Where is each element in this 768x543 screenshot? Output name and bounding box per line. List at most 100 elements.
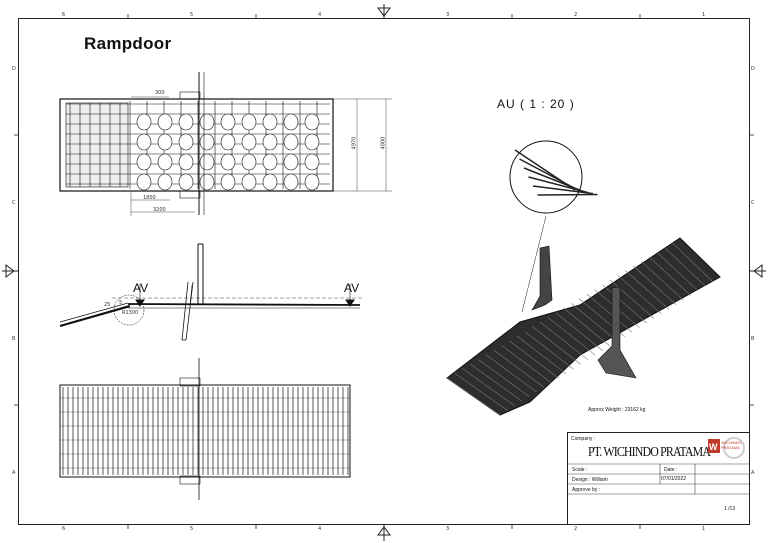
lightening-hole — [136, 133, 152, 151]
deck-slat — [609, 279, 655, 319]
zone-number: 2 — [574, 12, 578, 18]
lightening-hole — [136, 113, 152, 131]
lightening-hole — [283, 153, 299, 171]
center-mark-right — [750, 264, 766, 278]
detail-slat — [532, 185, 594, 195]
zone-letter: D — [751, 66, 755, 72]
lightening-hole — [241, 113, 257, 131]
lightening-hole — [304, 173, 320, 191]
deck-slat — [640, 261, 684, 301]
lightening-hole — [199, 173, 215, 191]
deck-slat — [602, 284, 647, 324]
dimension-label: 4800 — [380, 136, 387, 150]
deck-slat — [625, 270, 669, 310]
company-name: PT. WICHINDO PRATAMA — [588, 445, 711, 460]
bottom-view — [59, 358, 351, 500]
center-mark-bottom — [377, 525, 391, 541]
zone-letter: A — [12, 470, 16, 476]
deck-slat — [617, 275, 662, 315]
zone-number: 6 — [62, 526, 66, 532]
company-logo: W WICHINDO PRATAMA — [707, 435, 749, 461]
lightening-hole — [241, 133, 257, 151]
lightening-hole — [136, 153, 152, 171]
deck-slat — [547, 317, 596, 356]
zone-number: 3 — [446, 526, 450, 532]
deck-slat — [446, 377, 501, 416]
lightening-hole — [157, 113, 173, 131]
lightening-hole — [220, 153, 236, 171]
zone-letter: A — [751, 470, 755, 476]
lightening-hole — [220, 173, 236, 191]
deck-slat — [540, 321, 589, 361]
dimension-label: 25 — [104, 302, 111, 308]
lightening-hole — [199, 113, 215, 131]
svg-text:PRATAMA: PRATAMA — [721, 445, 740, 450]
lightening-hole — [283, 173, 299, 191]
lightening-hole — [157, 173, 173, 191]
zone-number: 5 — [190, 12, 194, 18]
center-mark-top — [377, 4, 391, 18]
title-block: Company : PT. WICHINDO PRATAMA W WICHIND… — [567, 432, 750, 525]
lightening-hole — [283, 113, 299, 131]
dimension-label: 3200 — [153, 207, 166, 213]
lightening-hole — [241, 153, 257, 171]
deck-slat — [633, 265, 677, 305]
zone-number: 2 — [574, 526, 578, 532]
section-label-left: AV — [133, 281, 149, 295]
lightening-hole — [262, 173, 278, 191]
lightening-hole — [304, 153, 320, 171]
lightening-hole — [262, 153, 278, 171]
dimension-label: 300 — [155, 90, 165, 96]
date-value: 07/01/2022 — [661, 476, 687, 482]
zone-number: 3 — [446, 12, 450, 18]
deck-slat — [462, 368, 515, 407]
isometric-view — [446, 140, 721, 416]
deck-slat — [485, 354, 537, 393]
deck-slat — [586, 293, 633, 333]
svg-text:W: W — [709, 442, 718, 452]
zone-number: 4 — [318, 526, 322, 532]
deck-slat — [563, 307, 611, 347]
section-label-right: AV — [344, 281, 360, 295]
dimension-label: R1300 — [122, 310, 139, 316]
dimension-label: 1800 — [143, 195, 156, 201]
lightening-hole — [157, 153, 173, 171]
deck-slat — [493, 349, 545, 388]
lightening-hole — [304, 113, 320, 131]
approve-label: Approve by : — [572, 487, 601, 493]
deck-slat — [524, 331, 574, 370]
deck-slat — [454, 373, 508, 411]
detail-slat — [537, 193, 598, 196]
lightening-hole — [220, 113, 236, 131]
design-label: Design : William — [572, 477, 608, 483]
zone-number: 5 — [190, 526, 194, 532]
lightening-hole — [199, 153, 215, 171]
deck-slat — [555, 312, 603, 351]
detail-slat — [528, 176, 589, 194]
center-mark-left — [2, 264, 18, 278]
lightening-hole — [178, 153, 194, 171]
lightening-hole — [304, 133, 320, 151]
dimension-label: 5 — [119, 300, 123, 306]
dimension-label: 4970 — [351, 136, 358, 150]
approx-weight: Approx Weight : 23162 kg — [588, 407, 646, 413]
sheet-number: 1 /13 — [724, 506, 736, 512]
deck-slat — [508, 340, 559, 379]
zone-number: 1 — [702, 12, 706, 18]
scale-label: Scale : — [572, 467, 588, 473]
lightening-hole — [283, 133, 299, 151]
zone-letter: C — [751, 200, 755, 206]
deck-slat — [648, 256, 691, 296]
lightening-hole — [262, 133, 278, 151]
deck-slat — [516, 335, 567, 374]
deck-slat — [477, 359, 530, 397]
zone-letter: B — [12, 336, 16, 342]
zone-number: 6 — [62, 12, 66, 18]
zone-number: 1 — [702, 526, 706, 532]
side-view — [59, 243, 362, 341]
zone-number: 4 — [318, 12, 322, 18]
lightening-hole — [178, 133, 194, 151]
top-view — [59, 72, 392, 216]
deck-slat — [470, 363, 523, 402]
